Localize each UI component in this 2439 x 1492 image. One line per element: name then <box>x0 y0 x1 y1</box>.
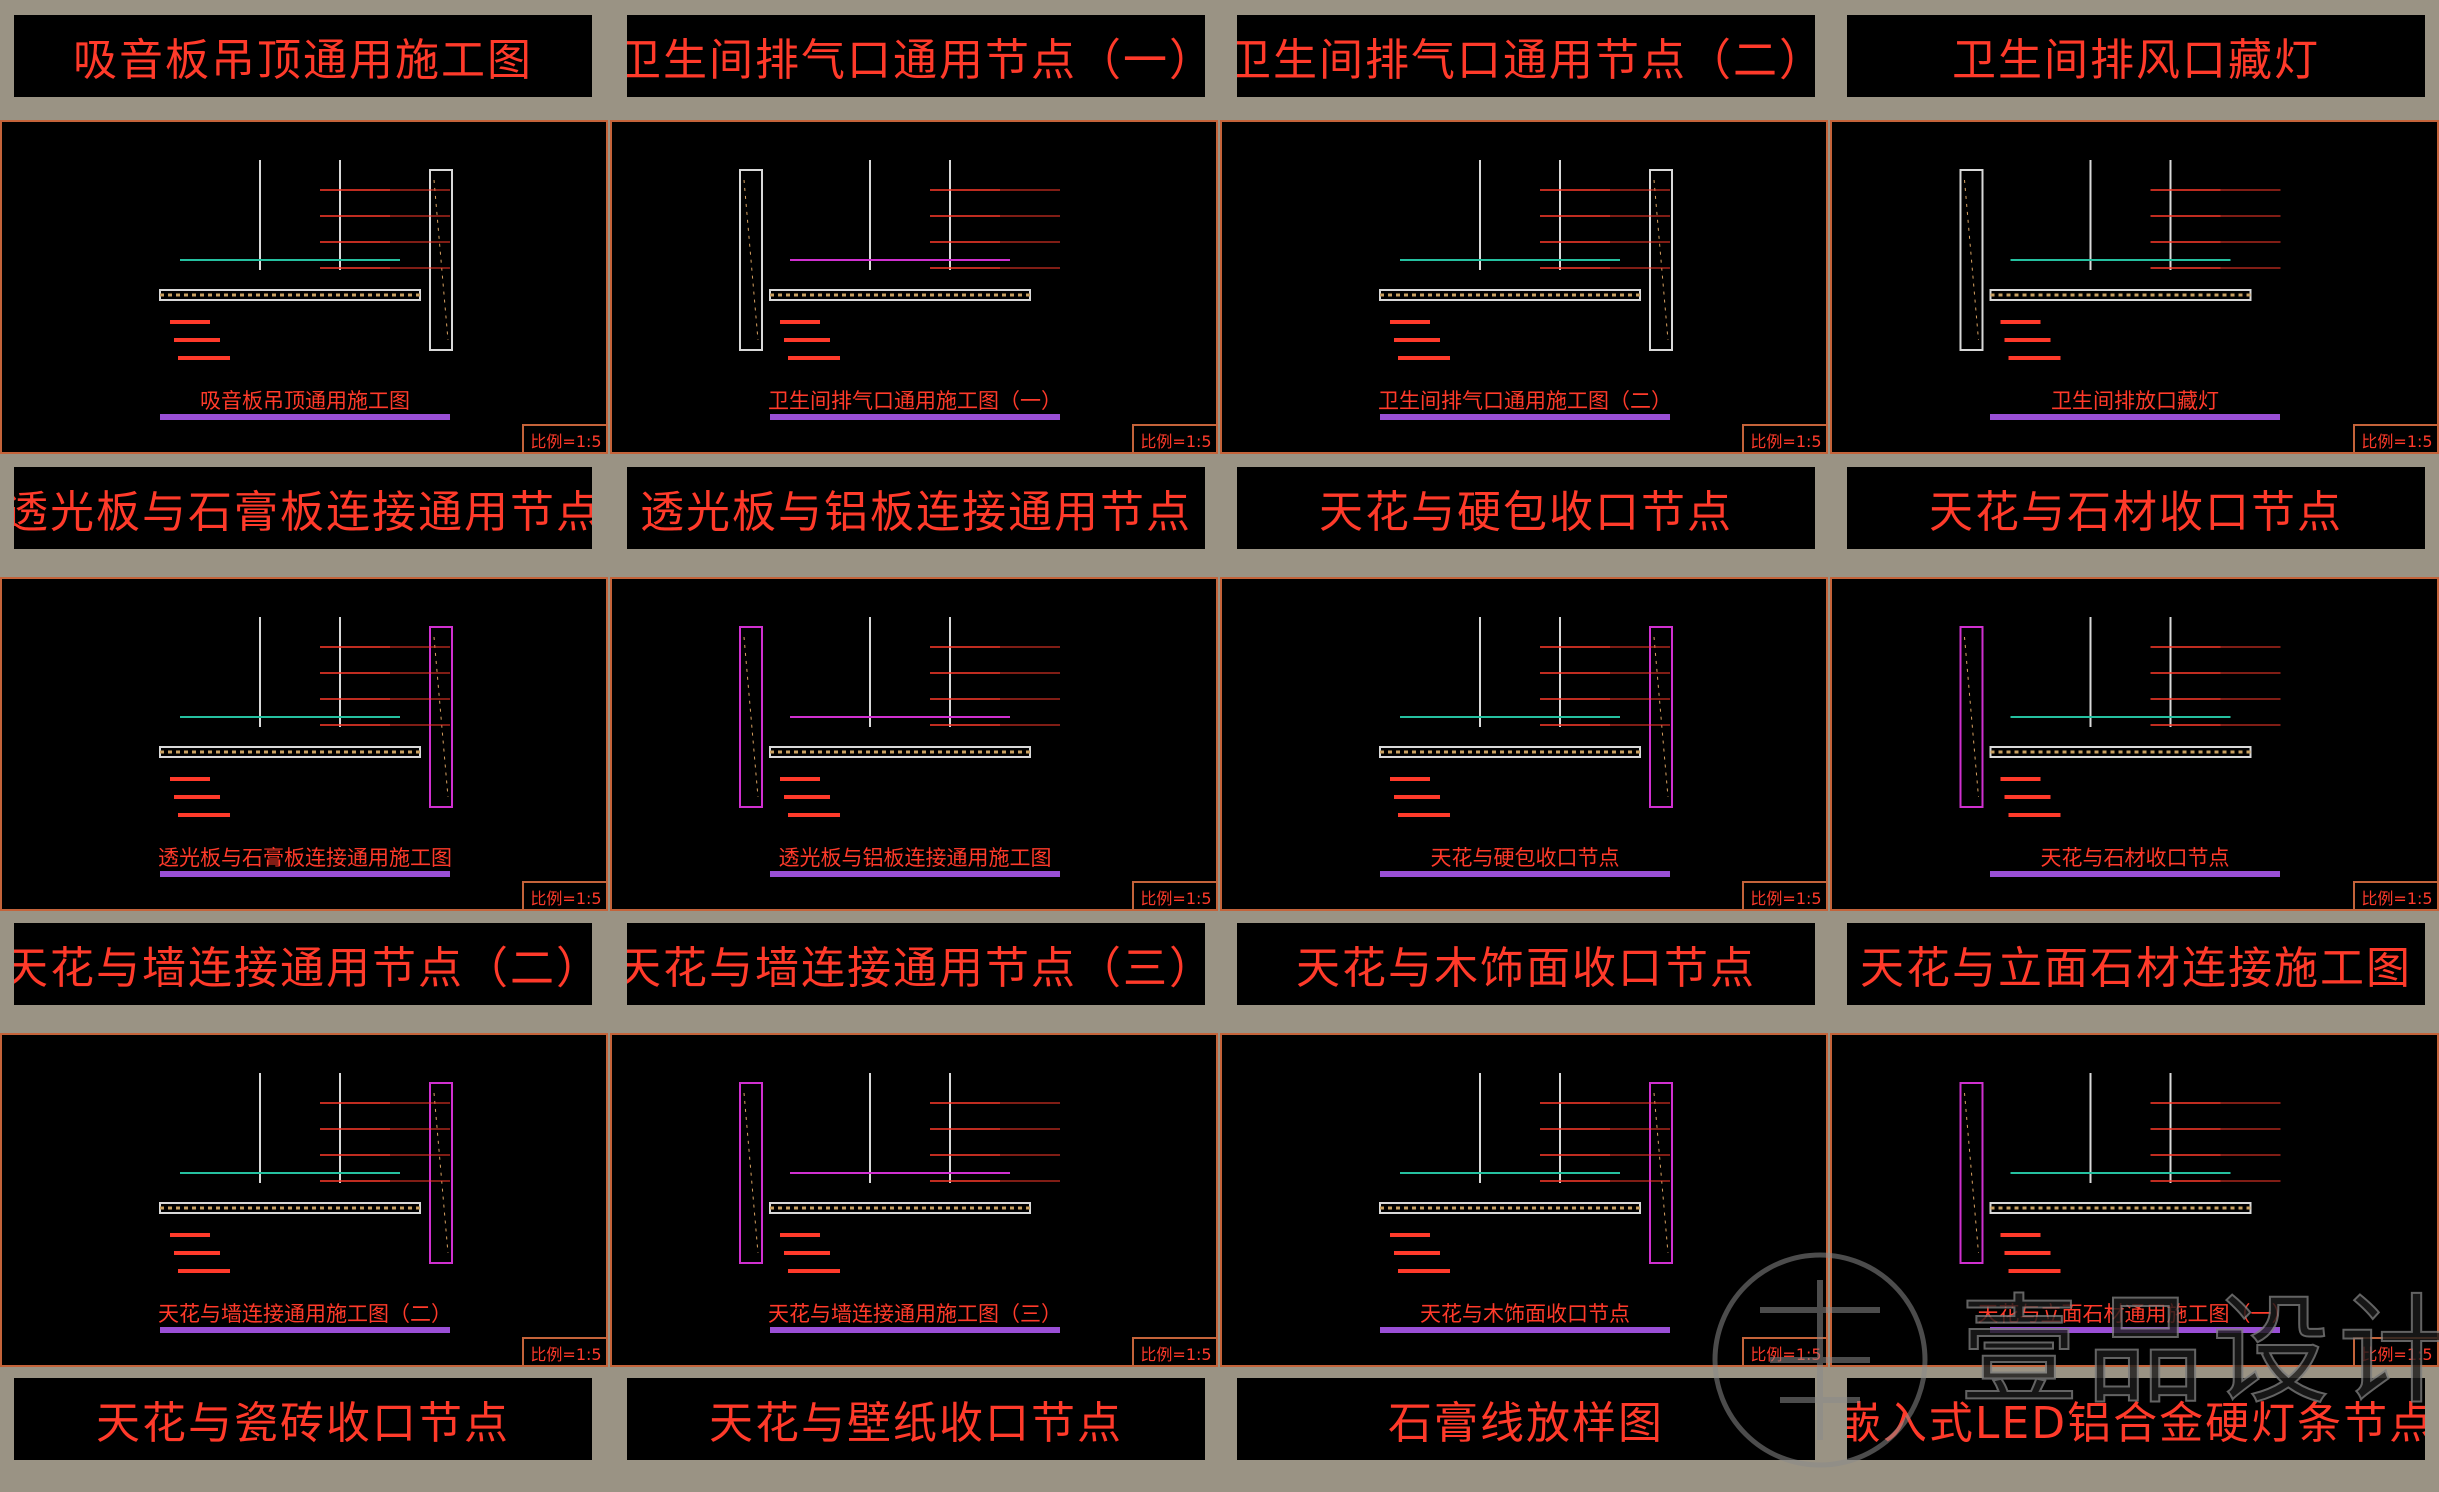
drawing-panel-2-0[interactable]: 天花与墙连接通用施工图（二） 比例=1:5 <box>0 1033 608 1367</box>
panel-title-underline <box>770 1327 1060 1333</box>
ceiling-facade-stone-icon <box>1959 1073 2281 1273</box>
scale-label: 比例=1:5 <box>1132 881 1218 911</box>
section-banner-0-3: 卫生间排风口藏灯 <box>1847 15 2425 97</box>
scale-label: 比例=1:5 <box>2353 1337 2439 1367</box>
panel-title-underline <box>770 414 1060 420</box>
panel-title: 卫生间排放口藏灯 <box>2051 389 2219 413</box>
section-banner-2-0: 天花与墙连接通用节点（二） <box>14 923 592 1005</box>
section-banner-1-3: 天花与石材收口节点 <box>1847 467 2425 549</box>
drawing-panel-1-2[interactable]: 天花与硬包收口节点比例=1:5 <box>1220 577 1828 911</box>
panel-title: 透光板与石膏板连接通用施工图 <box>158 846 452 870</box>
drawing-panel-0-0[interactable]: 吸音板吊顶通用施工图比例=1:5 <box>0 120 608 454</box>
scale-label: 比例=1:5 <box>2353 881 2439 911</box>
drawing-panel-0-2[interactable]: 卫生间排气口通用施工图（二） 比例=1:5 <box>1220 120 1828 454</box>
section-banner-3-0: 天花与瓷砖收口节点 <box>14 1378 592 1460</box>
drawing-panel-1-1[interactable]: 透光板与铝板连接通用施工图比例=1:5 <box>610 577 1218 911</box>
drawing-panel-0-1[interactable]: 卫生间排气口通用施工图（一） 比例=1:5 <box>610 120 1218 454</box>
exhaust-vent-icon <box>739 160 1060 360</box>
panel-title-underline <box>160 414 450 420</box>
drawing-panel-2-3[interactable]: 天花与立面石材通用施工图（一） 比例=1:5 <box>1830 1033 2439 1367</box>
section-banner-1-1: 透光板与铝板连接通用节点 <box>627 467 1205 549</box>
scale-label: 比例=1:5 <box>522 881 608 911</box>
ceiling-wall-icon <box>159 1073 453 1273</box>
panel-title: 吸音板吊顶通用施工图 <box>200 389 410 413</box>
ceiling-acoustic-icon <box>159 160 453 360</box>
exhaust-vent-wall-icon <box>1379 160 1673 360</box>
drawing-panel-0-3[interactable]: 卫生间排放口藏灯比例=1:5 <box>1830 120 2439 454</box>
panel-title-underline <box>1990 1327 2280 1333</box>
scale-label: 比例=1:5 <box>1742 424 1828 454</box>
panel-title: 透光板与铝板连接通用施工图 <box>778 846 1052 870</box>
panel-title-underline <box>160 1327 450 1333</box>
section-banner-0-2: 卫生间排气口通用节点（二） <box>1237 15 1815 97</box>
ceiling-wood-icon <box>1379 1073 1673 1273</box>
scale-label: 比例=1:5 <box>1742 881 1828 911</box>
panel-title-underline <box>1380 871 1670 877</box>
ceiling-hardpack-icon <box>1379 617 1673 817</box>
panel-title: 卫生间排气口通用施工图（二） <box>1378 389 1672 413</box>
panel-title-underline <box>1380 414 1670 420</box>
scale-label: 比例=1:5 <box>1742 1337 1828 1367</box>
section-banner-1-2: 天花与硬包收口节点 <box>1237 467 1815 549</box>
panel-title: 天花与木饰面收口节点 <box>1420 1302 1630 1326</box>
panel-title-underline <box>1380 1327 1670 1333</box>
drawing-panel-1-3[interactable]: 天花与石材收口节点比例=1:5 <box>1830 577 2439 911</box>
light-panel-aluminum-icon <box>739 617 1060 817</box>
scale-label: 比例=1:5 <box>2353 424 2439 454</box>
light-panel-gypsum-icon <box>159 617 453 817</box>
scale-label: 比例=1:5 <box>522 1337 608 1367</box>
ceiling-stone-icon <box>1959 617 2281 817</box>
drawing-panel-1-0[interactable]: 透光板与石膏板连接通用施工图比例=1:5 <box>0 577 608 911</box>
panel-title: 天花与墙连接通用施工图（二） <box>158 1302 452 1326</box>
scale-label: 比例=1:5 <box>522 424 608 454</box>
scale-label: 比例=1:5 <box>1132 1337 1218 1367</box>
section-banner-3-1: 天花与壁纸收口节点 <box>627 1378 1205 1460</box>
section-banner-2-3: 天花与立面石材连接施工图 <box>1847 923 2425 1005</box>
panel-title-underline <box>770 871 1060 877</box>
panel-title: 天花与墙连接通用施工图（三） <box>768 1302 1062 1326</box>
panel-title: 卫生间排气口通用施工图（一） <box>768 389 1062 413</box>
panel-title-underline <box>160 871 450 877</box>
panel-title: 天花与立面石材通用施工图（一） <box>1977 1302 2293 1326</box>
section-banner-2-1: 天花与墙连接通用节点（三） <box>627 923 1205 1005</box>
section-banner-0-0: 吸音板吊顶通用施工图 <box>14 15 592 97</box>
hidden-light-vent-icon <box>1959 160 2281 360</box>
panel-title: 天花与石材收口节点 <box>2040 846 2230 870</box>
panel-title: 天花与硬包收口节点 <box>1430 846 1620 870</box>
scale-label: 比例=1:5 <box>1132 424 1218 454</box>
section-banner-1-0: 透光板与石膏板连接通用节点 <box>14 467 592 549</box>
section-banner-0-1: 卫生间排气口通用节点（一） <box>627 15 1205 97</box>
section-banner-3-2: 石膏线放样图 <box>1237 1378 1815 1460</box>
section-banner-2-2: 天花与木饰面收口节点 <box>1237 923 1815 1005</box>
drawing-panel-2-1[interactable]: 天花与墙连接通用施工图（三） 比例=1:5 <box>610 1033 1218 1367</box>
section-banner-3-3: 嵌入式LED铝合金硬灯条节点 <box>1847 1378 2425 1460</box>
drawing-panel-2-2[interactable]: 天花与木饰面收口节点比例=1:5 <box>1220 1033 1828 1367</box>
ceiling-wall-alt-icon <box>739 1073 1060 1273</box>
panel-title-underline <box>1990 871 2280 877</box>
panel-title-underline <box>1990 414 2280 420</box>
